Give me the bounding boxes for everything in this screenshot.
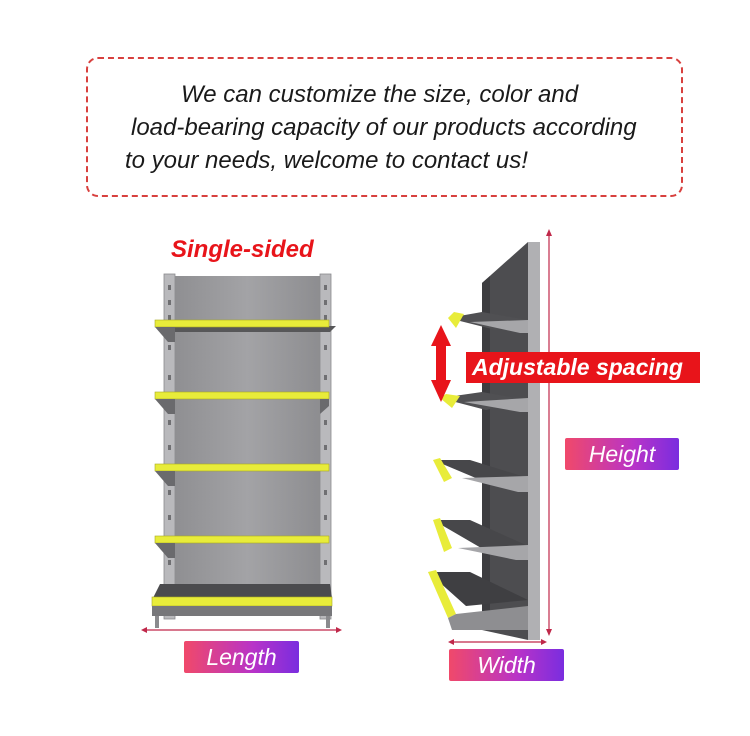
single-sided-title: Single-sided	[171, 236, 314, 263]
width-badge: Width	[449, 649, 564, 681]
adjustable-spacing-label: Adjustable spacing	[466, 352, 700, 383]
length-badge: Length	[184, 641, 299, 673]
side-view-shelf	[428, 229, 552, 645]
notice-box	[86, 57, 683, 197]
notice-line-1: We can customize the size, color and	[181, 81, 579, 108]
notice-line-3: to your needs, welcome to contact us!	[125, 147, 528, 174]
single-sided-shelf	[141, 273, 342, 633]
notice-line-2: load-bearing capacity of our products ac…	[131, 114, 637, 141]
adjustable-spacing-arrow	[431, 325, 451, 402]
height-badge: Height	[565, 438, 679, 470]
